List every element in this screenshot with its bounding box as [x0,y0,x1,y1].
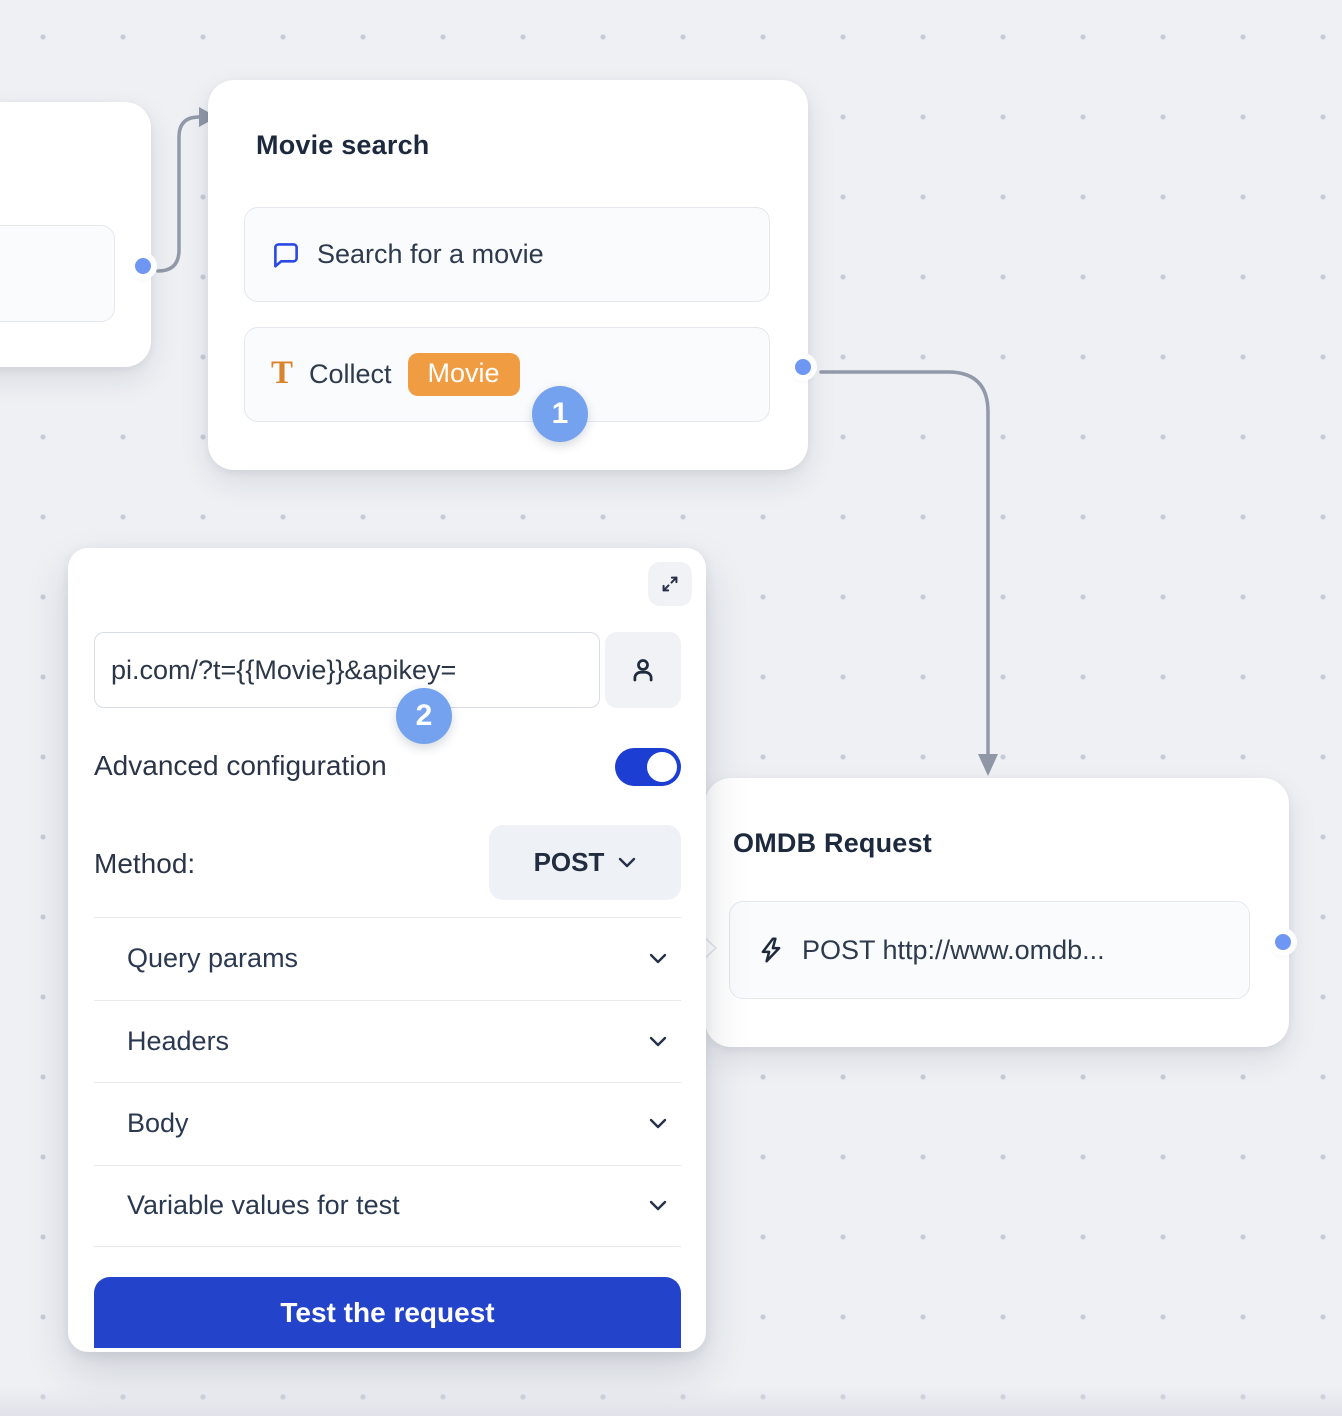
section-label: Body [127,1108,189,1139]
step-badge-1: 1 [532,386,588,442]
section-query-params[interactable]: Query params [94,917,681,1000]
bottom-fade [0,1386,1342,1416]
section-label: Variable values for test [127,1190,400,1221]
section-headers[interactable]: Headers [94,999,681,1083]
lightning-icon [756,935,786,965]
method-select[interactable]: POST [489,825,681,900]
search-for-movie-item[interactable]: Search for a movie [244,207,770,302]
advanced-configuration-toggle[interactable] [615,748,681,786]
config-sections: Query params Headers Body Variable value… [94,917,681,1247]
chevron-down-icon [649,1119,667,1129]
expand-icon [662,576,678,592]
output-port[interactable] [1275,934,1291,950]
item-label: Collect [309,359,392,389]
chevron-down-icon [649,1036,667,1046]
chevron-down-icon [619,857,636,868]
node-title: Movie search [256,130,430,160]
toggle-knob [647,752,677,782]
omdb-request-node-card[interactable]: OMDB Request POST http://www.omdb... [703,778,1289,1047]
method-value: POST [533,847,605,877]
section-label: Query params [127,943,299,974]
method-label: Method: [94,848,196,879]
chevron-down-icon [649,1201,667,1211]
url-input[interactable] [94,632,600,708]
section-variable-values[interactable]: Variable values for test [94,1164,681,1247]
chat-bubble-icon [271,240,301,270]
connector-line [156,115,203,273]
connector-line [819,370,990,759]
section-body[interactable]: Body [94,1082,681,1165]
variable-chip: Movie [407,353,520,396]
test-request-button[interactable]: Test the request [94,1277,681,1348]
item-label: POST http://www.omdb... [802,934,1105,965]
arrowhead-down-icon [978,754,998,776]
webhook-request-item[interactable]: POST http://www.omdb... [729,901,1250,999]
text-collect-icon: T [271,354,294,391]
webhook-config-panel: Advanced configuration Method: POST Quer… [68,548,706,1352]
step-badge-2: 2 [396,688,452,744]
collect-movie-item[interactable]: T Collect Movie [244,327,770,422]
upstream-node-card[interactable] [0,102,151,367]
output-port[interactable] [795,359,811,375]
item-label: Search for a movie [317,239,544,269]
section-label: Headers [127,1025,230,1056]
upstream-node-item[interactable] [0,225,115,322]
output-port[interactable] [135,258,151,274]
user-variable-button[interactable] [605,632,681,708]
expand-button[interactable] [648,562,692,606]
movie-search-node-card[interactable]: Movie search Search for a movie T Collec… [208,80,808,470]
advanced-configuration-label: Advanced configuration [94,750,387,781]
person-icon [633,659,653,682]
chevron-down-icon [649,954,667,964]
node-title: OMDB Request [733,828,932,858]
